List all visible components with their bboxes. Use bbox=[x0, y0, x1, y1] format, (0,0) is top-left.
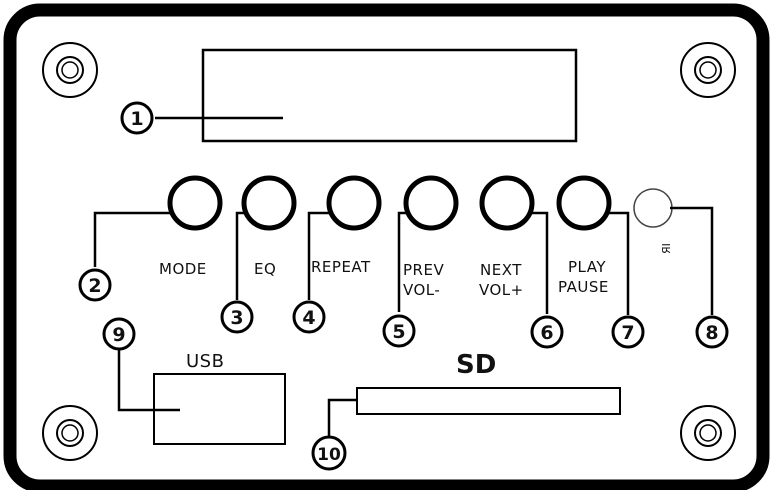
eq-label: EQ bbox=[254, 260, 276, 278]
callout-6: 6 bbox=[530, 315, 564, 349]
repeat-button[interactable] bbox=[326, 175, 382, 231]
callout-2: 2 bbox=[78, 268, 112, 302]
svg-text:6: 6 bbox=[540, 322, 553, 344]
sd-slot bbox=[356, 387, 621, 415]
vol-plus-label: VOL+ bbox=[479, 281, 524, 299]
callout-10: 10 bbox=[311, 435, 347, 471]
board-outline bbox=[3, 3, 770, 493]
leader-lines bbox=[93, 116, 714, 437]
eq-button[interactable] bbox=[241, 175, 297, 231]
svg-text:5: 5 bbox=[392, 321, 405, 343]
display-window bbox=[201, 48, 578, 143]
callout-4: 4 bbox=[292, 300, 326, 334]
svg-text:4: 4 bbox=[302, 307, 315, 329]
svg-text:1: 1 bbox=[130, 108, 143, 130]
pause-label: PAUSE bbox=[558, 278, 609, 296]
vol-minus-label: VOL- bbox=[403, 281, 440, 299]
ir-receiver bbox=[633, 188, 673, 228]
svg-text:7: 7 bbox=[621, 322, 634, 344]
svg-text:8: 8 bbox=[705, 322, 718, 344]
mounting-hole-top-right bbox=[680, 42, 736, 98]
svg-text:9: 9 bbox=[112, 324, 125, 346]
callout-9: 9 bbox=[102, 317, 136, 351]
ir-label: ЯI bbox=[660, 243, 673, 254]
mounting-hole-bottom-right bbox=[680, 405, 736, 461]
prev-button[interactable] bbox=[403, 175, 459, 231]
callout-1: 1 bbox=[120, 101, 154, 135]
usb-label: USB bbox=[186, 351, 224, 372]
play-pause-button[interactable] bbox=[556, 175, 612, 231]
prev-label: PREV bbox=[403, 261, 444, 279]
mounting-hole-top-left bbox=[42, 42, 98, 98]
sd-label: SD bbox=[456, 350, 496, 380]
repeat-label: REPEAT bbox=[311, 258, 371, 276]
callout-5: 5 bbox=[382, 314, 416, 348]
callout-3: 3 bbox=[220, 300, 254, 334]
next-button[interactable] bbox=[479, 175, 535, 231]
next-label: NEXT bbox=[480, 261, 522, 279]
svg-text:10: 10 bbox=[317, 445, 341, 465]
callout-8: 8 bbox=[695, 315, 729, 349]
mounting-hole-bottom-left bbox=[42, 405, 98, 461]
callout-7: 7 bbox=[611, 315, 645, 349]
play-label: PLAY bbox=[568, 258, 606, 276]
mode-label: MODE bbox=[159, 260, 207, 278]
svg-text:2: 2 bbox=[88, 275, 101, 297]
svg-text:3: 3 bbox=[230, 307, 243, 329]
mode-button[interactable] bbox=[167, 175, 223, 231]
